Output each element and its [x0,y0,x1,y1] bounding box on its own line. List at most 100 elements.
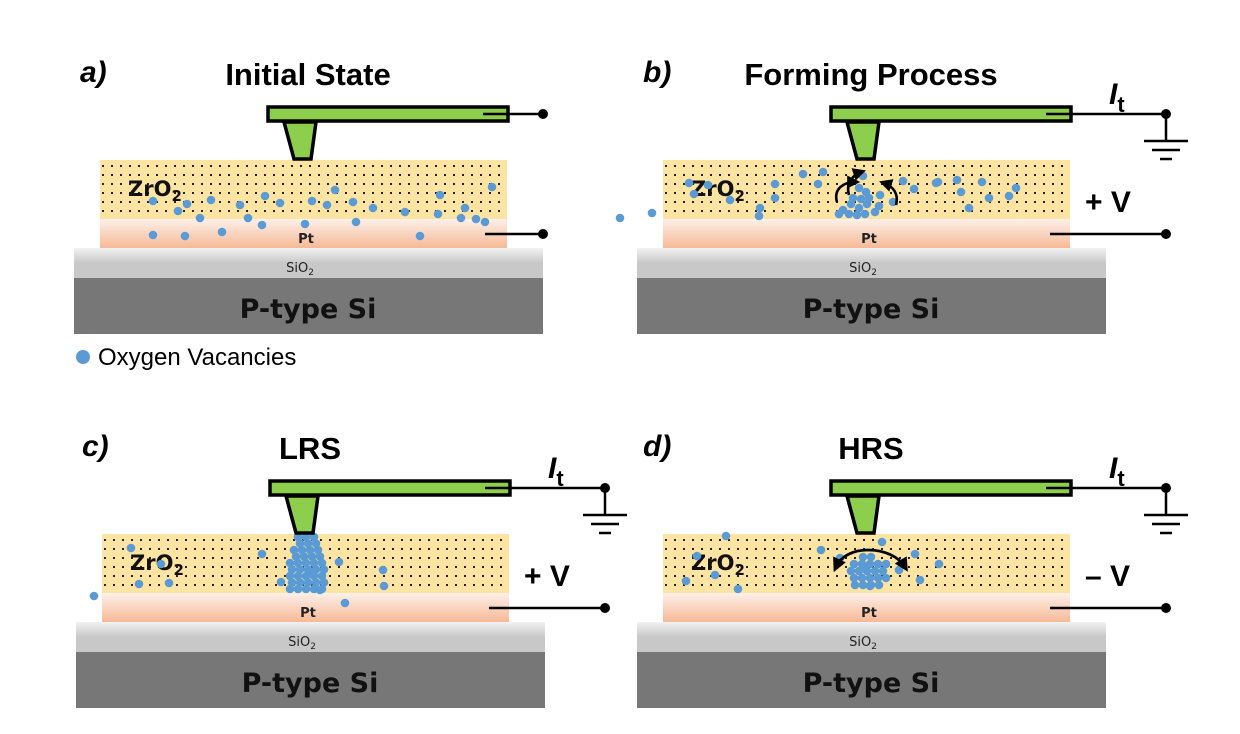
oxygen-vacancy [307,196,317,206]
oxygen-vacancy [873,559,883,569]
panel-label: d) [643,430,671,463]
panel-label: c) [82,430,109,463]
oxygen-vacancy [798,169,808,179]
zro2-label: ZrO2 [128,177,182,205]
sio2-layer [76,622,545,652]
oxygen-vacancy [148,196,158,206]
oxygen-vacancy [874,580,884,590]
voltage-label: – V [1085,560,1130,593]
oxygen-vacancy [934,559,944,569]
oxygen-vacancy [873,573,883,583]
afm-cantilever [268,479,512,497]
si-substrate-label: P-type Si [803,294,940,325]
oxygen-vacancy [433,209,443,219]
circuit [485,109,548,239]
oxygen-vacancy [307,552,317,561]
oxygen-vacancy [309,571,319,581]
oxygen-vacancy [287,565,297,574]
oxygen-vacancy [964,203,974,213]
oxygen-vacancy [813,179,823,189]
oxygen-vacancy [878,566,888,576]
oxygen-vacancy [309,558,319,568]
afm-cantilever [829,479,1073,497]
zro2-texture [100,160,507,219]
oxygen-vacancy [865,559,875,569]
oxygen-vacancy [182,199,192,209]
bottom-node [600,603,610,613]
pt-label: Pt [861,606,877,621]
oxygen-vacancy [915,575,925,585]
oxygen-vacancy [243,213,253,223]
oxygen-vacancy [834,209,844,219]
oxygen-vacancy [295,565,305,574]
voltage-label: + V [524,560,570,593]
oxygen-vacancy [703,180,713,190]
si-substrate-label: P-type Si [240,294,377,325]
pt-label: Pt [300,606,316,621]
sio2-label: SiO2 [288,635,316,652]
oxygen-vacancy [164,578,174,588]
oxygen-vacancy [148,230,158,240]
oxygen-vacancy [881,559,891,569]
oxygen-vacancies [89,532,389,608]
pt-electrode-layer [663,219,1070,248]
sio2-layer [637,622,1106,652]
oxygen-vacancy [862,566,872,576]
oxygen-vacancy [846,566,856,576]
oxygen-vacancy [894,565,904,575]
oxygen-vacancy [134,579,144,589]
afm-tip [844,494,882,535]
oxygen-vacancy [305,545,315,555]
oxygen-vacancy [460,203,470,213]
oxygen-vacancy [725,195,735,205]
pt-label: Pt [298,232,314,247]
oxygen-vacancy-legend-dot [76,350,90,364]
legend-label: Oxygen Vacancies [98,344,296,371]
oxygen-vacancy [300,219,310,229]
sio2-label: SiO2 [849,261,877,278]
oxygen-vacancy [877,537,887,547]
diffusion-arrow-left [833,548,869,573]
panel-title: Forming Process [744,57,997,92]
circuit: It+ V [489,452,627,613]
oxygen-vacancy [866,580,876,590]
bottom-node [1161,229,1171,239]
oxygen-vacancy [754,211,764,221]
panel-label: a) [80,56,107,89]
panel-label: b) [643,56,671,89]
oxygen-vacancy [301,584,311,594]
oxygen-vacancy [875,190,885,200]
afm-tip [844,120,882,161]
oxygen-vacancy [297,545,307,555]
oxygen-vacancy [755,203,765,213]
panel-title: HRS [838,431,903,466]
current-label: It [1109,78,1125,117]
oxygen-vacancy [317,558,327,568]
oxygen-vacancy [865,573,875,583]
oxygen-vacancy [322,200,332,210]
oxygen-vacancy [910,549,920,559]
migration-arrow [834,175,861,203]
oxygen-vacancy [309,584,319,594]
oxygen-vacancy [173,206,183,216]
bottom-node [538,229,548,239]
oxygen-vacancy [368,203,378,213]
oxygen-vacancy [984,193,994,203]
oxygen-vacancy [854,203,864,213]
oxygen-vacancy [293,532,303,542]
voltage-label: + V [1085,186,1131,219]
oxygen-vacancy [317,584,327,594]
pt-electrode-layer [663,593,1070,622]
oxygen-vacancy [315,552,325,561]
oxygen-vacancy [379,581,389,591]
oxygen-vacancy [156,559,166,569]
oxygen-vacancy [721,531,731,541]
circuit: It + V [1050,78,1188,239]
pt-label: Pt [861,232,877,247]
oxygen-vacancy [400,207,410,217]
migration-arrow [879,179,899,206]
oxygen-vacancy [844,209,854,219]
